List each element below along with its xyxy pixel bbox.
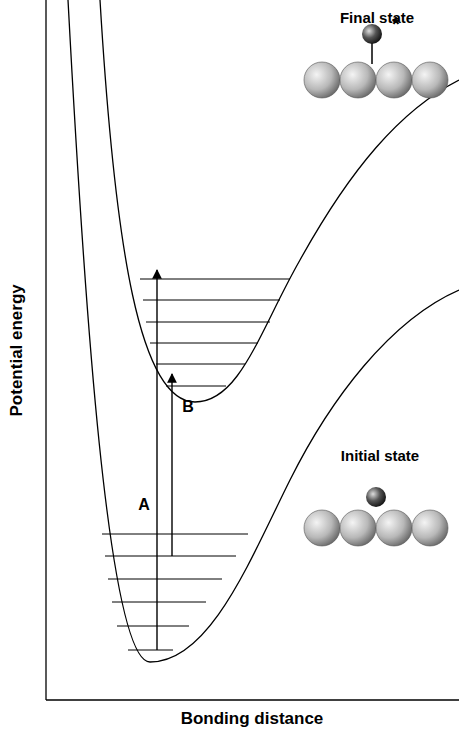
state-label: Initial state <box>341 448 419 465</box>
axis-title: Bonding distance <box>181 710 324 729</box>
state-label: Final state <box>340 10 414 27</box>
initial-levels <box>102 534 248 650</box>
initial-state-curve <box>68 0 459 662</box>
transition-arrow <box>171 374 172 556</box>
excitation-mark: * <box>392 13 400 35</box>
transition-label: A <box>138 496 150 514</box>
axis-title: Potential energy <box>8 284 27 416</box>
y-axis <box>45 0 46 700</box>
x-axis <box>46 699 459 700</box>
final-state-curve <box>100 0 459 402</box>
final-levels <box>140 279 290 386</box>
transition-label: B <box>182 398 194 416</box>
adsorbate-picture <box>304 487 448 546</box>
transition-arrow <box>156 270 157 650</box>
excited-adsorbate-picture <box>304 24 448 98</box>
